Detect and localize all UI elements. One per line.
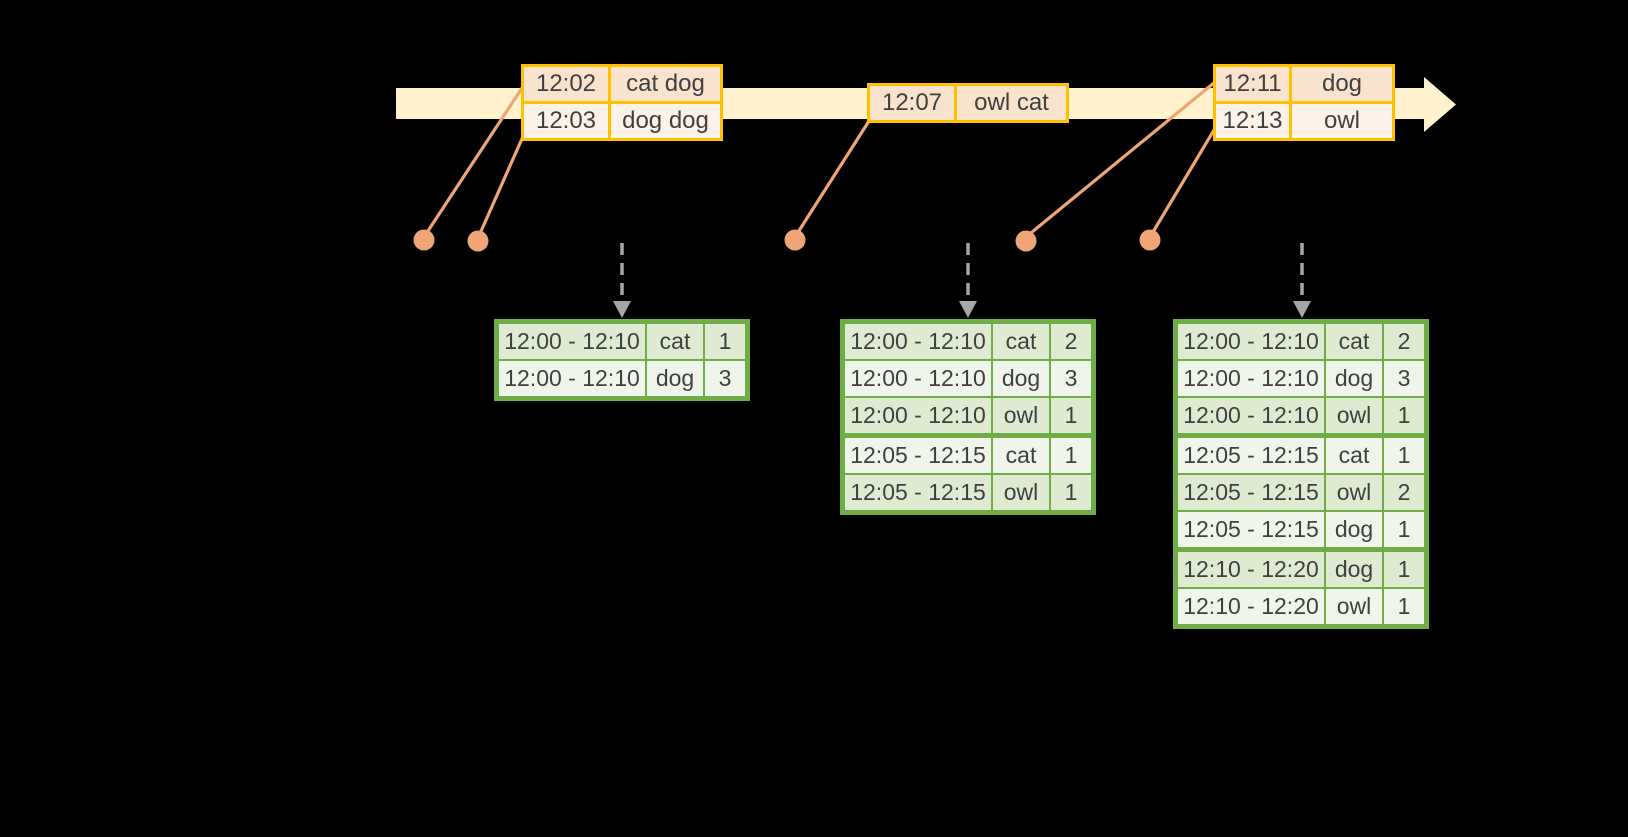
count-cell: 2: [1051, 324, 1091, 359]
word-cell: cat: [1326, 324, 1382, 359]
window-cell: 12:10 - 12:20: [1178, 552, 1324, 587]
window-cell: 12:00 - 12:10: [499, 324, 645, 359]
word-cell: owl: [1326, 475, 1382, 510]
count-cell: 1: [1384, 589, 1424, 624]
word-cell: cat: [647, 324, 703, 359]
word-cell: dog: [1326, 361, 1382, 396]
event-words-cell: dog: [1292, 67, 1392, 101]
window-cell: 12:05 - 12:15: [1178, 512, 1324, 547]
count-cell: 1: [1384, 552, 1424, 587]
count-cell: 1: [1051, 475, 1091, 510]
window-cell: 12:00 - 12:10: [1178, 324, 1324, 359]
count-cell: 3: [1384, 361, 1424, 396]
event-time-cell: 12:03: [524, 104, 608, 138]
count-cell: 1: [705, 324, 745, 359]
event-time-cell: 12:13: [1216, 104, 1289, 138]
window-cell: 12:10 - 12:20: [1178, 589, 1324, 624]
word-cell: cat: [993, 324, 1049, 359]
event-dot-icon: [1139, 229, 1161, 251]
word-cell: owl: [1326, 589, 1382, 624]
event-connector-line: [1024, 80, 1217, 239]
count-cell: 2: [1384, 324, 1424, 359]
word-cell: owl: [993, 398, 1049, 433]
word-cell: dog: [647, 361, 703, 396]
event-dot-icon: [467, 230, 489, 252]
event-dot-icon: [784, 229, 806, 251]
drop-arrowhead-icon: [959, 301, 977, 318]
word-cell: owl: [1326, 398, 1382, 433]
drop-arrowhead-icon: [613, 301, 631, 318]
event-words-cell: owl: [1292, 104, 1392, 138]
window-cell: 12:00 - 12:10: [845, 398, 991, 433]
event-connector-line: [476, 121, 531, 240]
count-cell: 1: [1051, 438, 1091, 473]
word-cell: cat: [993, 438, 1049, 473]
word-cell: dog: [1326, 552, 1382, 587]
window-cell: 12:00 - 12:10: [845, 361, 991, 396]
drop-arrowhead-icon: [1293, 301, 1311, 318]
event-time-cell: 12:07: [870, 86, 954, 120]
window-cell: 12:00 - 12:10: [845, 324, 991, 359]
count-cell: 3: [1051, 361, 1091, 396]
event-dot-icon: [1015, 230, 1037, 252]
event-connector-line: [793, 119, 871, 239]
timeline-arrowhead-icon: [1424, 77, 1456, 132]
event-words-cell: owl cat: [957, 86, 1066, 120]
window-cell: 12:00 - 12:10: [1178, 361, 1324, 396]
window-cell: 12:00 - 12:10: [499, 361, 645, 396]
count-cell: 1: [1384, 512, 1424, 547]
event-connector-line: [422, 83, 526, 239]
word-cell: dog: [1326, 512, 1382, 547]
window-cell: 12:05 - 12:15: [845, 475, 991, 510]
event-words-cell: dog dog: [611, 104, 720, 138]
event-time-cell: 12:02: [524, 67, 608, 101]
window-cell: 12:05 - 12:15: [1178, 475, 1324, 510]
window-cell: 12:05 - 12:15: [1178, 438, 1324, 473]
word-cell: dog: [993, 361, 1049, 396]
count-cell: 3: [705, 361, 745, 396]
count-cell: 2: [1384, 475, 1424, 510]
count-cell: 1: [1384, 438, 1424, 473]
count-cell: 1: [1051, 398, 1091, 433]
event-time-cell: 12:11: [1216, 67, 1289, 101]
count-cell: 1: [1384, 398, 1424, 433]
event-connector-line: [1148, 123, 1219, 239]
event-dot-icon: [413, 229, 435, 251]
window-cell: 12:00 - 12:10: [1178, 398, 1324, 433]
word-cell: owl: [993, 475, 1049, 510]
window-cell: 12:05 - 12:15: [845, 438, 991, 473]
word-cell: cat: [1326, 438, 1382, 473]
event-words-cell: cat dog: [611, 67, 720, 101]
